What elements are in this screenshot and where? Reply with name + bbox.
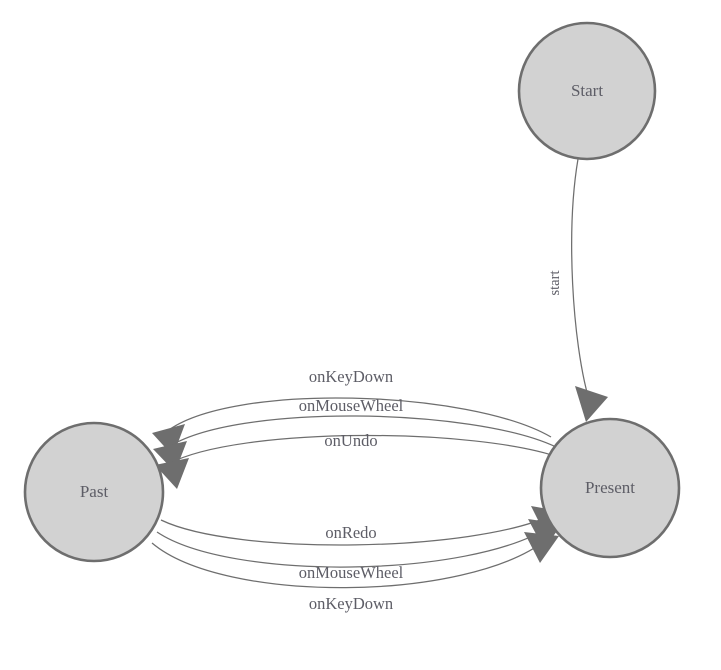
arrowhead-past-3 (155, 458, 189, 489)
arrowhead-present-3 (524, 532, 559, 563)
edge-start-to-present[interactable]: start (547, 158, 608, 422)
edge-past-to-present-onredo[interactable]: onRedo (160, 506, 565, 546)
arrowhead-past-1 (152, 424, 185, 456)
node-past[interactable]: Past (23, 421, 165, 563)
edge-present-to-past-onundo-path (167, 434, 562, 465)
edge-past-to-present-onmousewheel-path (156, 526, 550, 568)
edge-label-start: start (547, 271, 563, 296)
node-start[interactable]: Start (517, 21, 657, 161)
node-present-label: Present (585, 478, 635, 497)
node-past-circle (23, 421, 165, 563)
edge-present-to-past-onkeydown[interactable]: onKeyDown (152, 367, 552, 456)
edge-label-onmousewheel-top: onMouseWheel (299, 396, 404, 415)
node-start-label: Start (571, 81, 603, 100)
edge-past-to-present-onkeydown-path (151, 539, 547, 589)
node-present-circle (539, 417, 681, 559)
edge-label-onkeydown-bottom: onKeyDown (309, 594, 393, 613)
edge-past-to-present-onredo-path (160, 514, 553, 546)
edge-past-to-present-onkeydown[interactable]: onKeyDown (151, 532, 559, 613)
arrowhead-past-2 (153, 441, 187, 472)
edge-present-to-past-onmousewheel[interactable]: onMouseWheel (153, 396, 557, 472)
node-start-circle (517, 21, 657, 161)
edge-present-to-past-onmousewheel-path (166, 415, 557, 449)
node-past-label: Past (80, 482, 109, 501)
edge-present-to-past-onundo[interactable]: onUndo (155, 431, 562, 489)
edge-start-to-present-path (571, 158, 590, 401)
edge-label-onundo: onUndo (324, 431, 377, 450)
edge-label-onredo: onRedo (325, 523, 376, 542)
edge-label-onmousewheel-bottom: onMouseWheel (299, 563, 404, 582)
edge-present-to-past-onkeydown-path (165, 397, 552, 438)
node-present[interactable]: Present (539, 417, 681, 559)
edge-label-onkeydown-top: onKeyDown (309, 367, 393, 386)
arrowhead-present-top (575, 386, 608, 422)
